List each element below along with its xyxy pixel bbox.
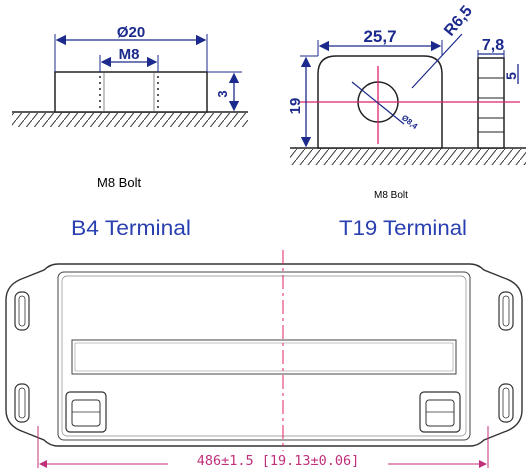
- t19-width-label: 25,7: [363, 27, 396, 46]
- battery-outline: [5, 250, 523, 468]
- b4-thread-label: M8: [119, 46, 140, 63]
- b4-terminal-drawing: [12, 34, 248, 127]
- overall-width-label: 486±1.5 [19.13±0.06]: [197, 453, 360, 469]
- b4-terminal-title: B4 Terminal: [71, 217, 191, 240]
- t19-terminal-title: T19 Terminal: [339, 217, 467, 240]
- t19-radius-label: R6,5: [441, 3, 476, 40]
- b4-bolt-label: M8 Bolt: [97, 175, 141, 190]
- t19-terminal-drawing: [290, 33, 526, 165]
- t19-height-label: 19: [287, 98, 304, 115]
- t19-thickness-label: 7,8: [482, 37, 504, 54]
- b4-diameter-label: Ø20: [117, 24, 145, 41]
- t19-side-label: 5: [503, 72, 519, 80]
- b4-height-label: 3: [215, 90, 230, 97]
- t19-bolt-label: M8 Bolt: [374, 190, 408, 201]
